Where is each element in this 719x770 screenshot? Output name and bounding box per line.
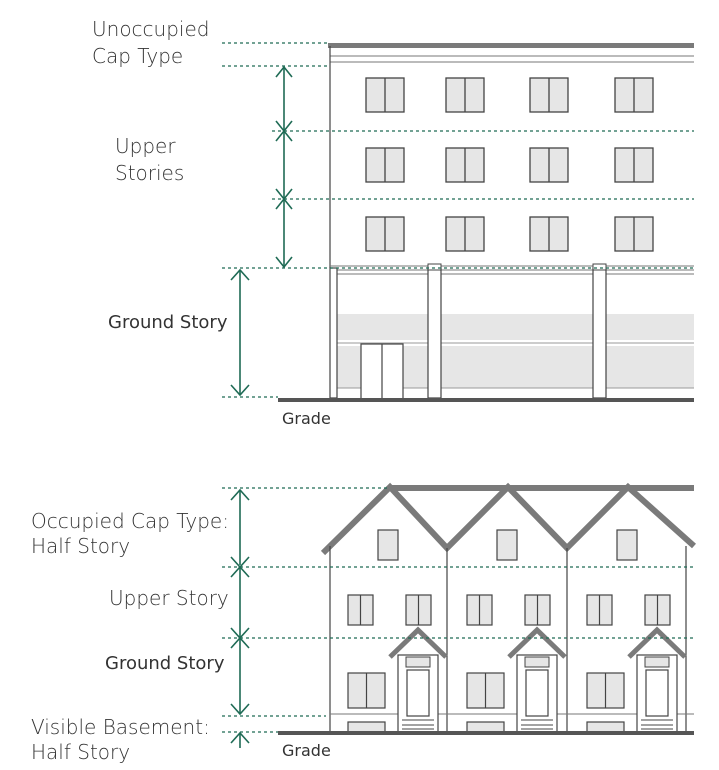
ground-window bbox=[466, 672, 505, 709]
unoccupied-cap-diagram: Grade Unoccupied Cap Type Upper St bbox=[92, 17, 694, 428]
arrowhead bbox=[275, 256, 293, 269]
arrowhead bbox=[230, 384, 250, 397]
upper-window bbox=[405, 594, 432, 626]
basement-window bbox=[347, 721, 386, 733]
arrowhead bbox=[230, 488, 250, 501]
basement-label: Visible Basement: bbox=[31, 715, 210, 739]
upper-story-label: Upper Story bbox=[109, 586, 229, 610]
upper-story-windows bbox=[365, 77, 654, 252]
arrowhead bbox=[275, 197, 293, 210]
unoccupied-cap-label: Unoccupied bbox=[92, 17, 209, 41]
grade-label: Grade bbox=[282, 409, 331, 428]
storefront-pier bbox=[427, 267, 442, 399]
ground-window bbox=[586, 672, 625, 709]
storefront-piers bbox=[329, 263, 607, 399]
arrowhead bbox=[230, 731, 250, 744]
arrowhead bbox=[230, 703, 250, 716]
arrowhead bbox=[275, 65, 293, 78]
ground-story-label: Ground Story bbox=[108, 312, 228, 333]
upper-window bbox=[524, 594, 551, 626]
story-dividers bbox=[222, 42, 694, 398]
storefront-entry-door bbox=[360, 343, 404, 400]
upper-window bbox=[347, 594, 374, 626]
upper-window bbox=[614, 77, 654, 113]
story-dividers bbox=[222, 487, 694, 733]
cap-parapet bbox=[328, 43, 694, 48]
occupied-cap-diagram: Grade Occupied Cap Type: Half Story Up bbox=[31, 482, 696, 764]
portico-roof bbox=[507, 626, 567, 659]
basement-window bbox=[466, 721, 505, 733]
arrowhead bbox=[230, 268, 250, 281]
upper-window bbox=[586, 594, 613, 626]
upper-window bbox=[529, 216, 569, 252]
upper-window bbox=[445, 77, 485, 113]
building-2-facade bbox=[320, 482, 696, 733]
storefront-pier bbox=[592, 267, 607, 399]
townhouse-units bbox=[347, 529, 687, 733]
upper-window bbox=[644, 594, 671, 626]
unoccupied-cap-label: Cap Type bbox=[92, 44, 183, 68]
townhouse-unit bbox=[586, 529, 687, 733]
upper-window bbox=[365, 216, 405, 252]
dimension-arrows bbox=[230, 488, 250, 748]
upper-window bbox=[614, 147, 654, 183]
pier-cap bbox=[427, 263, 442, 271]
upper-stories-label: Stories bbox=[115, 161, 184, 185]
grade-label: Grade bbox=[282, 741, 331, 760]
upper-window bbox=[365, 147, 405, 183]
building-1-facade bbox=[328, 43, 694, 400]
townhouse-unit bbox=[466, 529, 567, 733]
entry-door bbox=[525, 669, 549, 717]
upper-window bbox=[365, 77, 405, 113]
upper-window bbox=[466, 594, 493, 626]
entry-portico bbox=[507, 626, 567, 733]
upper-window bbox=[529, 147, 569, 183]
upper-window bbox=[445, 216, 485, 252]
portico-roof bbox=[627, 626, 687, 659]
gable-window bbox=[496, 529, 518, 561]
entry-portico bbox=[627, 626, 687, 733]
upper-stories-label: Upper bbox=[115, 134, 176, 158]
occupied-cap-label: Occupied Cap Type: bbox=[31, 509, 229, 533]
occupied-cap-label: Half Story bbox=[31, 534, 130, 558]
gable-window bbox=[377, 529, 399, 561]
entry-door bbox=[406, 669, 430, 717]
storefront-pier bbox=[329, 267, 338, 399]
entry-portico bbox=[388, 626, 448, 733]
grade-line bbox=[278, 731, 694, 735]
upper-window bbox=[529, 77, 569, 113]
upper-window bbox=[445, 147, 485, 183]
pier-cap bbox=[592, 263, 607, 271]
arrowhead bbox=[275, 129, 293, 142]
storefront-signband bbox=[337, 314, 694, 340]
townhouse-unit bbox=[347, 529, 448, 733]
gable-window bbox=[616, 529, 638, 561]
transom-window bbox=[644, 656, 670, 668]
transom-window bbox=[405, 656, 431, 668]
entry-door bbox=[645, 669, 669, 717]
ground-window bbox=[347, 672, 386, 709]
portico-roof bbox=[388, 626, 448, 659]
basement-window bbox=[586, 721, 625, 733]
dimension-arrows bbox=[230, 65, 293, 397]
basement-label: Half Story bbox=[31, 740, 130, 764]
upper-window bbox=[614, 216, 654, 252]
transom-window bbox=[524, 656, 550, 668]
grade-line bbox=[278, 398, 694, 402]
ground-story-label: Ground Story bbox=[105, 653, 225, 674]
